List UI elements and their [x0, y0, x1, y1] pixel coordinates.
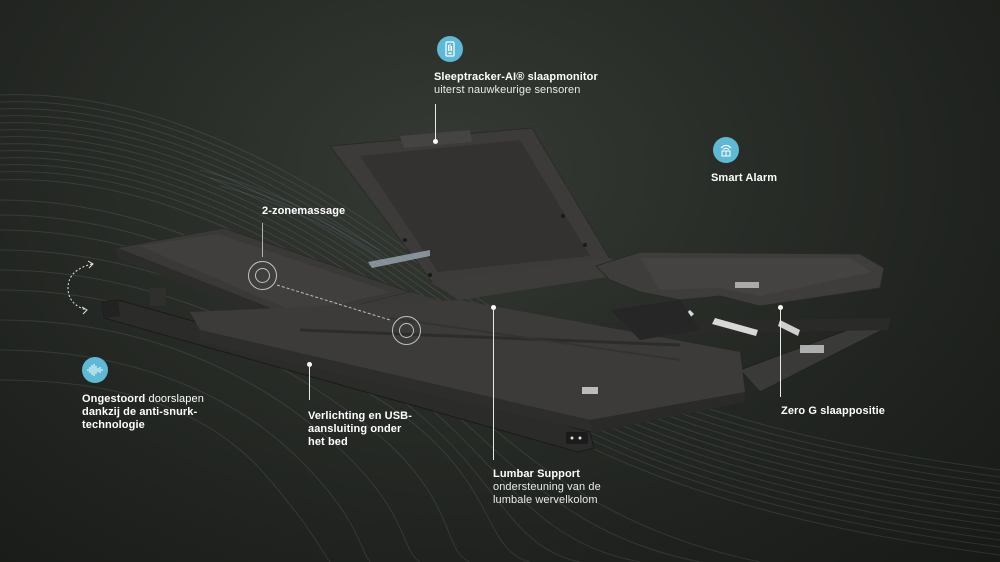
massage-leader-line — [262, 223, 263, 257]
sleeptracker-title: Sleeptracker-AI® slaapmonitor — [434, 71, 598, 83]
anti-snore-badge — [82, 357, 108, 383]
anti-snore-title-rest: doorslapen — [145, 393, 204, 405]
massage-title: 2-zonemassage — [262, 205, 346, 217]
anti-snore-line3: technologie — [82, 419, 145, 431]
anti-snore-title-bold: Ongestoord — [82, 393, 146, 405]
massage-label: 2-zonemassage — [262, 205, 345, 218]
lumbar-subtitle-line1: ondersteuning van de — [493, 481, 601, 493]
sleeptracker-label: Sleeptracker-AI® slaapmonitor uiterst na… — [434, 71, 598, 97]
zero-g-title: Zero G slaappositie — [781, 405, 885, 417]
massage-zone-2-ring-outer — [392, 316, 421, 345]
zero-g-label: Zero G slaappositie — [781, 405, 885, 418]
lumbar-subtitle-line2: lumbale wervelkolom — [493, 494, 598, 506]
lighting-leader-line — [309, 366, 310, 400]
smart-alarm-title: Smart Alarm — [711, 172, 778, 184]
smart-alarm-label: Smart Alarm — [711, 172, 777, 185]
lumbar-anchor-dot — [491, 305, 496, 310]
soundwave-icon — [87, 364, 103, 376]
sleeptracker-anchor-dot — [433, 139, 438, 144]
anti-snore-line2: dankzij de anti-snurk- — [82, 406, 198, 418]
lumbar-label: Lumbar Support ondersteuning van de lumb… — [493, 468, 601, 507]
wifi-bed-icon — [720, 144, 732, 157]
zero-g-leader-line — [780, 309, 781, 397]
lighting-line1: Verlichting en USB- — [308, 410, 412, 422]
zero-g-anchor-dot — [778, 305, 783, 310]
sleeptracker-subtitle: uiterst nauwkeurige sensoren — [434, 84, 581, 96]
lighting-line3: het bed — [308, 436, 348, 448]
phone-monitor-icon — [445, 41, 455, 57]
lighting-line2: aansluiting onder — [308, 423, 402, 435]
sleeptracker-leader-line — [435, 104, 436, 142]
rotate-arrow-icon — [67, 260, 94, 315]
lumbar-leader-line — [493, 308, 494, 460]
massage-zone-1-ring-outer — [248, 261, 277, 290]
anti-snore-label: Ongestoord doorslapen dankzij de anti-sn… — [82, 393, 204, 432]
sleeptracker-badge — [437, 36, 463, 62]
lumbar-title: Lumbar Support — [493, 468, 580, 480]
massage-zone-1-ring-inner — [255, 268, 270, 283]
massage-zone-2-ring-inner — [399, 323, 414, 338]
lighting-label: Verlichting en USB- aansluiting onder he… — [308, 410, 412, 449]
lighting-anchor-dot — [307, 362, 312, 367]
smart-alarm-badge — [713, 137, 739, 163]
